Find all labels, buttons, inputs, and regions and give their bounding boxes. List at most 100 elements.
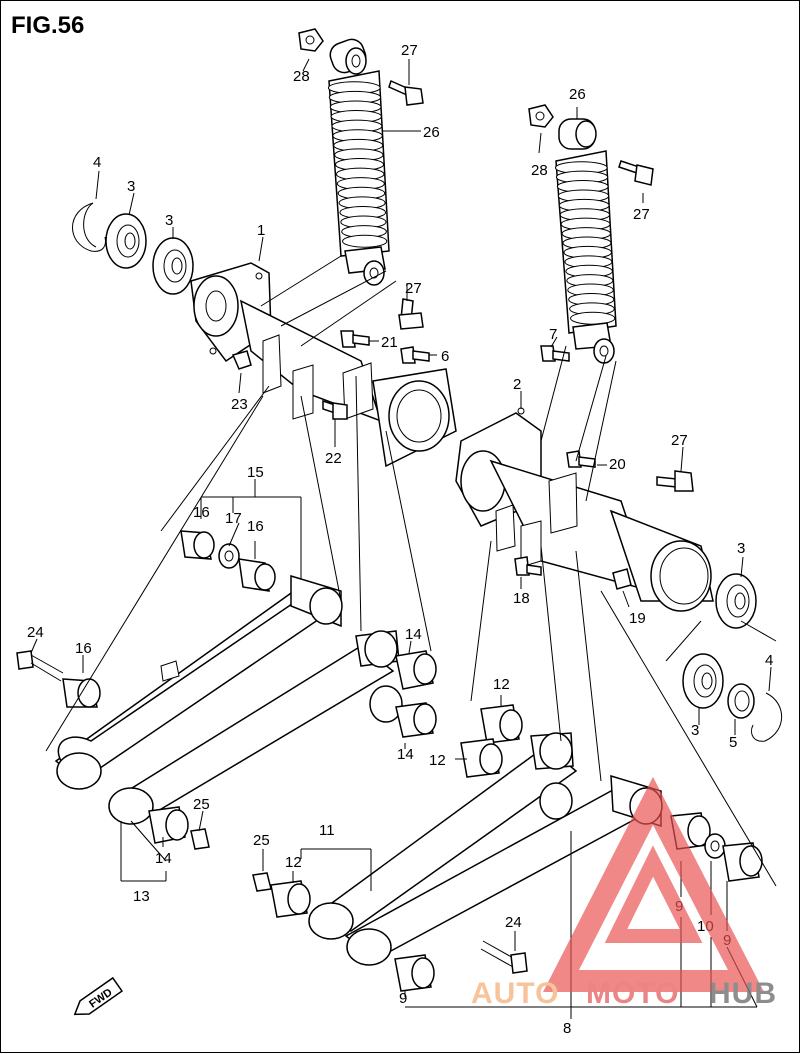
callout: 16 <box>75 640 92 657</box>
callout: 21 <box>381 334 398 351</box>
left-upper-arm <box>54 574 343 790</box>
callout: 25 <box>193 796 210 813</box>
fwd-arrow: FWD <box>73 976 124 1016</box>
callout: 3 <box>737 540 745 557</box>
callout: 25 <box>253 832 270 849</box>
spacer-5 <box>727 683 755 719</box>
left-knuckle <box>190 262 457 468</box>
right-upper-arm <box>308 732 578 940</box>
callout: 23 <box>231 396 248 413</box>
callout: 16 <box>193 504 210 521</box>
callout: 15 <box>247 464 264 481</box>
washer-17 <box>218 543 240 569</box>
bushing-12-a <box>480 704 523 744</box>
callout: 4 <box>765 652 773 669</box>
part-callouts: 28 27 26 4 3 3 1 27 21 6 23 22 26 28 27 … <box>27 42 773 1037</box>
bushing-14-b <box>395 702 437 738</box>
callout: 8 <box>563 1020 571 1037</box>
bearing-3-right-lower <box>682 653 724 709</box>
bolt-27-right-top <box>618 160 654 186</box>
watermark-logo: AUTO MOTO HUB <box>471 776 777 1010</box>
bushing-9-b <box>722 842 763 882</box>
callout: 27 <box>401 42 418 59</box>
callout: 27 <box>405 280 422 297</box>
callout: 12 <box>429 752 446 769</box>
callout: 12 <box>493 676 510 693</box>
right-knuckle <box>455 407 714 612</box>
left-lower-arm <box>108 630 403 825</box>
spring-coil <box>570 311 616 325</box>
callout: 14 <box>155 850 172 867</box>
callout: 19 <box>629 610 646 627</box>
bolt-20 <box>566 450 596 468</box>
bolt-27-right-mid <box>656 470 694 492</box>
bearing-3-left-outer <box>105 213 147 269</box>
callout: 9 <box>399 990 407 1007</box>
bolt-22 <box>322 399 348 420</box>
watermark-auto: AUTO <box>471 977 559 1010</box>
bolt-21 <box>340 330 370 348</box>
leader-lines <box>30 58 777 1019</box>
nut-19 <box>612 568 632 590</box>
circlip-4-left <box>72 202 106 252</box>
callout: 27 <box>633 206 650 223</box>
callout: 22 <box>325 450 342 467</box>
spring-coil <box>342 234 388 248</box>
bolt-24-right <box>480 940 528 974</box>
bearing-3-left-inner <box>152 237 194 295</box>
nut-28-right <box>528 104 554 128</box>
callout: 12 <box>285 854 302 871</box>
bolt-24-left <box>16 650 64 682</box>
washer-10 <box>704 833 726 859</box>
callout: 13 <box>133 888 150 905</box>
bolt-6 <box>400 346 430 364</box>
bolt-27-top <box>388 79 424 106</box>
bushing-16-c <box>62 678 101 708</box>
callout: 20 <box>609 456 626 473</box>
bushing-12-c <box>270 880 311 918</box>
callout: 7 <box>549 326 557 343</box>
nut-28-left <box>298 28 324 52</box>
callout: 24 <box>505 914 522 931</box>
bushing-16-a <box>180 530 215 560</box>
callout: 26 <box>423 124 440 141</box>
callout: 17 <box>225 510 242 527</box>
bushing-9-c <box>394 954 435 992</box>
callout: 26 <box>569 86 586 103</box>
right-shock-absorber <box>554 118 617 364</box>
watermark-hub: HUB <box>709 977 777 1010</box>
callout: 3 <box>165 212 173 229</box>
callout: 24 <box>27 624 44 641</box>
watermark-moto: MOTO <box>586 977 679 1010</box>
bushing-14-a <box>395 650 437 690</box>
callout: 27 <box>671 432 688 449</box>
bushing-14-c <box>148 806 189 844</box>
bolt-7 <box>540 345 570 362</box>
bushing-12-b <box>460 738 503 778</box>
figure-title: FIG.56 <box>11 12 84 39</box>
callout: 5 <box>729 734 737 751</box>
bearing-3-right-upper <box>715 573 757 629</box>
bolt-18 <box>514 556 542 576</box>
bolt-27-mid <box>398 298 424 330</box>
callout: 28 <box>531 162 548 179</box>
left-shock-absorber <box>327 38 390 286</box>
callout: 2 <box>513 376 521 393</box>
callout: 4 <box>93 154 101 171</box>
nut-23 <box>231 350 252 370</box>
callout: 28 <box>293 68 310 85</box>
callout: 6 <box>441 348 449 365</box>
callout: 18 <box>513 590 530 607</box>
nut-25-right <box>252 872 272 892</box>
circlip-4-right <box>751 692 782 742</box>
callout: 1 <box>257 222 265 239</box>
callout: 3 <box>691 722 699 739</box>
callout: 14 <box>405 626 422 643</box>
callout: 14 <box>397 746 414 763</box>
callout: 11 <box>319 822 335 839</box>
callout: 3 <box>127 178 135 195</box>
bushing-16-b <box>238 558 276 592</box>
nut-25-left <box>190 828 210 850</box>
